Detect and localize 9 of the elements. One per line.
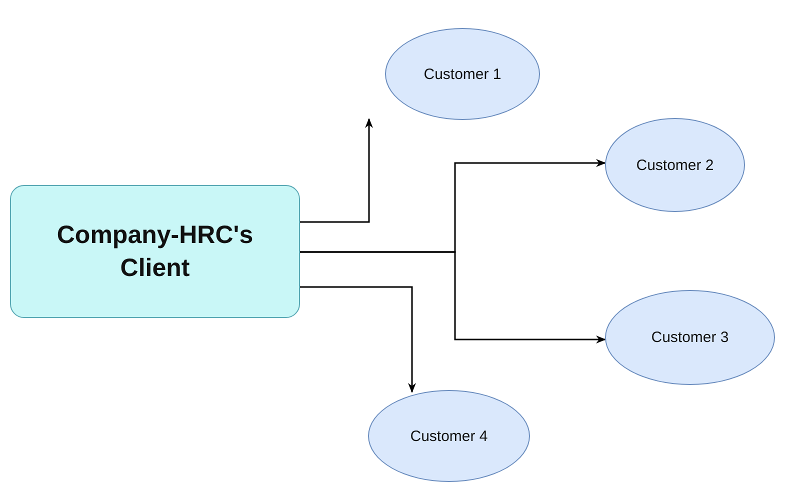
node-label: Customer 3 bbox=[651, 329, 729, 346]
node-label: Customer 2 bbox=[636, 156, 714, 174]
node-label: Customer 1 bbox=[424, 66, 502, 82]
arrow bbox=[300, 118, 373, 223]
process-box bbox=[10, 185, 300, 318]
node-label: Customer 4 bbox=[410, 428, 488, 444]
node-label: Company-HRC's Client bbox=[56, 220, 254, 284]
arrow bbox=[300, 286, 416, 393]
arrow bbox=[300, 251, 606, 344]
